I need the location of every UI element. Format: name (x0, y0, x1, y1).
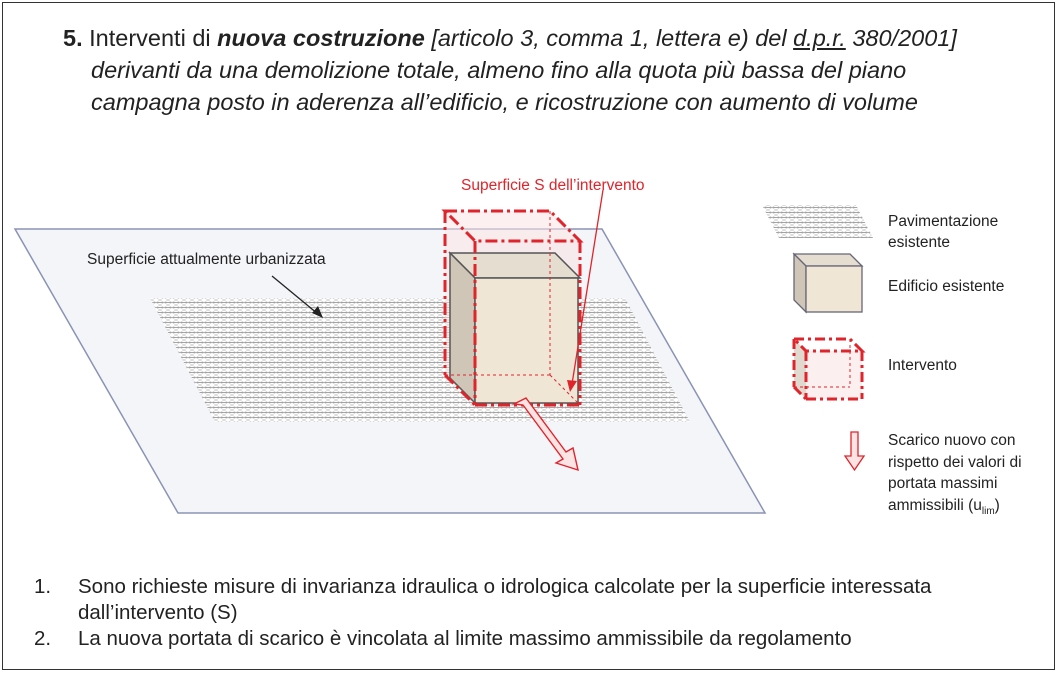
legend-label-intervention: Intervento (888, 357, 957, 374)
existing-building (448, 251, 582, 405)
title-dpr: d.p.r. (793, 25, 846, 51)
urbanized-pointer-head (312, 306, 323, 318)
list-item: 1. Sono richieste misure di invarianza i… (34, 574, 1034, 626)
legend-label-pavement: Pavimentazione esistente (888, 213, 999, 251)
existing-building-icon (792, 252, 864, 314)
pavement-area (150, 298, 690, 422)
requirements-list: 1. Sono richieste misure di invarianza i… (34, 574, 1034, 652)
list-item-number: 2. (34, 627, 52, 650)
title-line3: campagna posto in aderenza all’edificio,… (91, 89, 918, 115)
legend-label-building: Edificio esistente (888, 278, 1005, 295)
surface-s-label: Superficie S dell’intervento (461, 177, 645, 194)
urbanized-surface-label: Superficie attualmente urbanizzata (87, 251, 326, 268)
list-item-text: La nuova portata di scarico è vincolata … (78, 627, 852, 650)
legend-discharge-sub: lim (981, 505, 995, 517)
list-item-text: Sono richieste misure di invarianza idra… (78, 575, 932, 624)
title-number: 5. (63, 25, 83, 51)
title-bold-italic: nuova costruzione (217, 25, 425, 51)
title-line2: derivanti da una demolizione totale, alm… (91, 57, 907, 83)
discharge-arrow-icon (843, 431, 866, 472)
title-part1: Interventi di (89, 25, 211, 51)
intervention-box-icon (790, 337, 866, 401)
title-bracket-open: [articolo 3, comma 1, lettera e) del (431, 25, 787, 51)
hatch-pavement-icon (762, 205, 873, 238)
urbanized-pointer (271, 275, 319, 315)
list-item-number: 1. (34, 575, 52, 598)
legend-discharge-main: Scarico nuovo con rispetto dei valori di… (888, 432, 1022, 514)
slide-title: 5. Interventi di nuova costruzione [arti… (63, 22, 1043, 118)
legend-discharge-end: ) (994, 496, 1000, 514)
surface-s-pointer (571, 189, 604, 385)
title-bracket-close: 380/2001] (852, 25, 957, 51)
list-item: 2. La nuova portata di scarico è vincola… (34, 626, 1034, 652)
legend-label-discharge: Scarico nuovo con rispetto dei valori di… (888, 430, 1048, 522)
discharge-arrow (511, 397, 579, 472)
